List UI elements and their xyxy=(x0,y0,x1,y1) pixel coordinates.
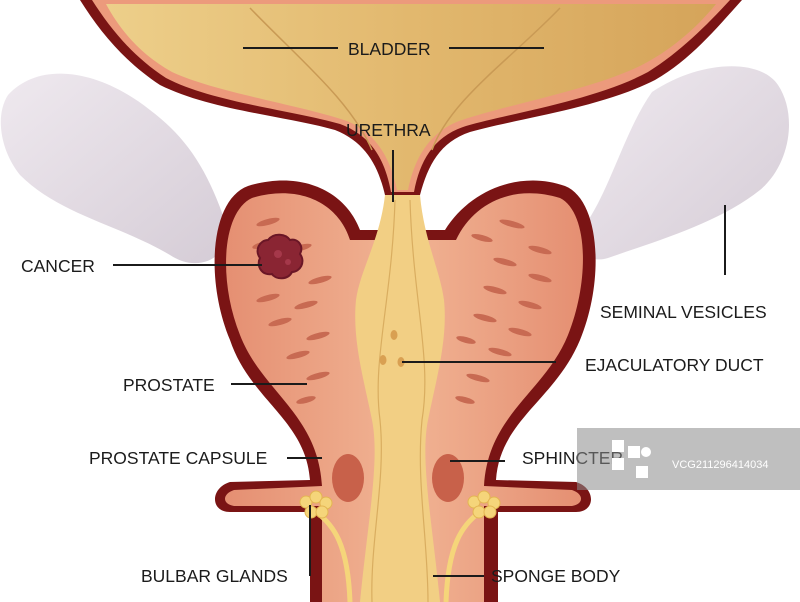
label-seminal-vesicles: SEMINAL VESICLES xyxy=(600,302,767,322)
watermark-logo-icon xyxy=(612,440,651,478)
urethra xyxy=(355,195,445,602)
cancer-tumor xyxy=(256,233,304,280)
label-prostate: PROSTATE xyxy=(123,375,215,395)
watermark-text: VCG211296414034 xyxy=(672,459,768,471)
label-bladder: BLADDER xyxy=(348,39,431,59)
leader-lines xyxy=(113,47,726,577)
ejaculatory-duct xyxy=(379,330,405,367)
label-urethra: URETHRA xyxy=(346,120,431,140)
seminal-vesicles xyxy=(0,66,790,264)
label-bulbar-glands: BULBAR GLANDS xyxy=(141,566,288,586)
label-prostate-capsule: PROSTATE CAPSULE xyxy=(89,448,267,468)
label-cancer: CANCER xyxy=(21,256,95,276)
sphincter xyxy=(332,454,464,502)
label-ejaculatory-duct: EJACULATORY DUCT xyxy=(585,355,764,375)
bulbar-glands xyxy=(299,490,501,602)
label-sponge-body: SPONGE BODY xyxy=(491,566,621,586)
watermark: VCG211296414034 xyxy=(577,428,800,490)
